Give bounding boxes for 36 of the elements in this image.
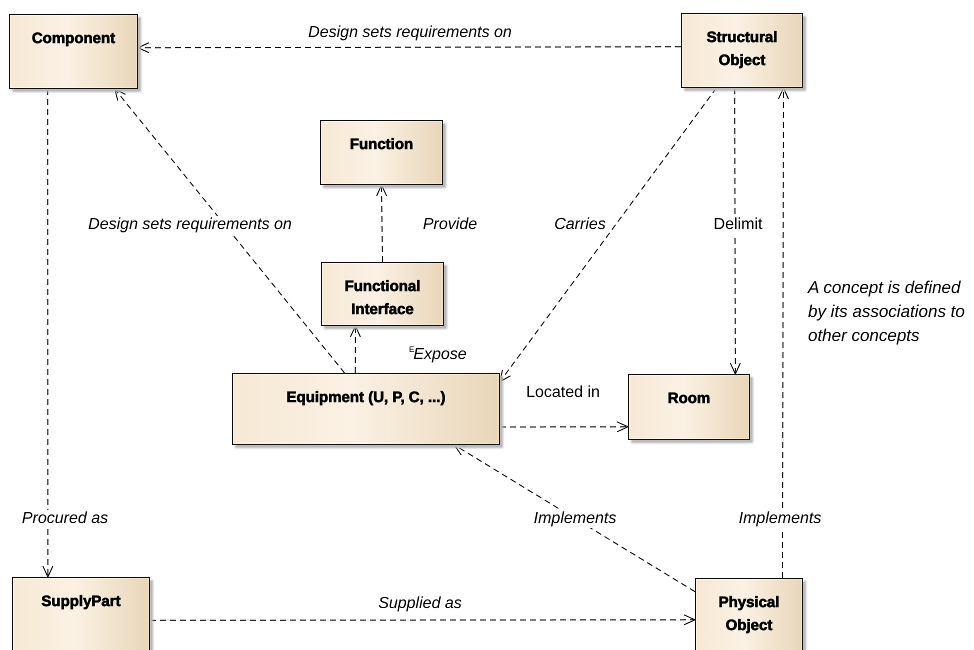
edge-label: Implements (736, 510, 824, 528)
dependency-arrow (500, 88, 717, 382)
edge-label: Procured as (20, 510, 110, 528)
class-name: Functional Interface (344, 277, 422, 320)
class-name: Component (32, 29, 116, 49)
edge-label: Implements (532, 510, 618, 528)
class-name: Physical Object (718, 593, 780, 636)
dependency-arrow (376, 184, 388, 262)
class-box (628, 374, 750, 440)
class-name: Function (350, 135, 414, 155)
dependency-arrow (42, 88, 54, 578)
edge-label: Design sets requirements on (86, 216, 294, 234)
class-name: Equipment (U, P, C, ...) (286, 388, 446, 408)
edge-label: Delimit (712, 216, 764, 234)
dependency-arrow (350, 326, 361, 374)
dependency-arrow (138, 42, 682, 54)
class-name: Room (668, 389, 710, 409)
dependency-arrow (454, 444, 696, 592)
edge-label: Supplied as (376, 595, 464, 613)
class-box (320, 120, 443, 185)
class-box (232, 373, 500, 445)
dependency-arrow (778, 88, 789, 578)
class-box (681, 13, 803, 88)
class-box (9, 14, 138, 89)
class-box (695, 578, 803, 650)
class-name: Structural Object (706, 28, 778, 71)
class-box (12, 577, 150, 650)
note-text: A concept is defined by its associations to other concepts (808, 277, 966, 347)
dependency-arrow (114, 88, 346, 374)
small-mark: E (409, 345, 414, 354)
dependency-arrow (500, 421, 628, 432)
class-name: SupplyPart (41, 592, 121, 612)
dependency-arrow (150, 614, 696, 626)
edge-label: Design sets requirements on (306, 24, 514, 42)
class-box (321, 262, 444, 326)
dependency-arrow (730, 88, 741, 374)
